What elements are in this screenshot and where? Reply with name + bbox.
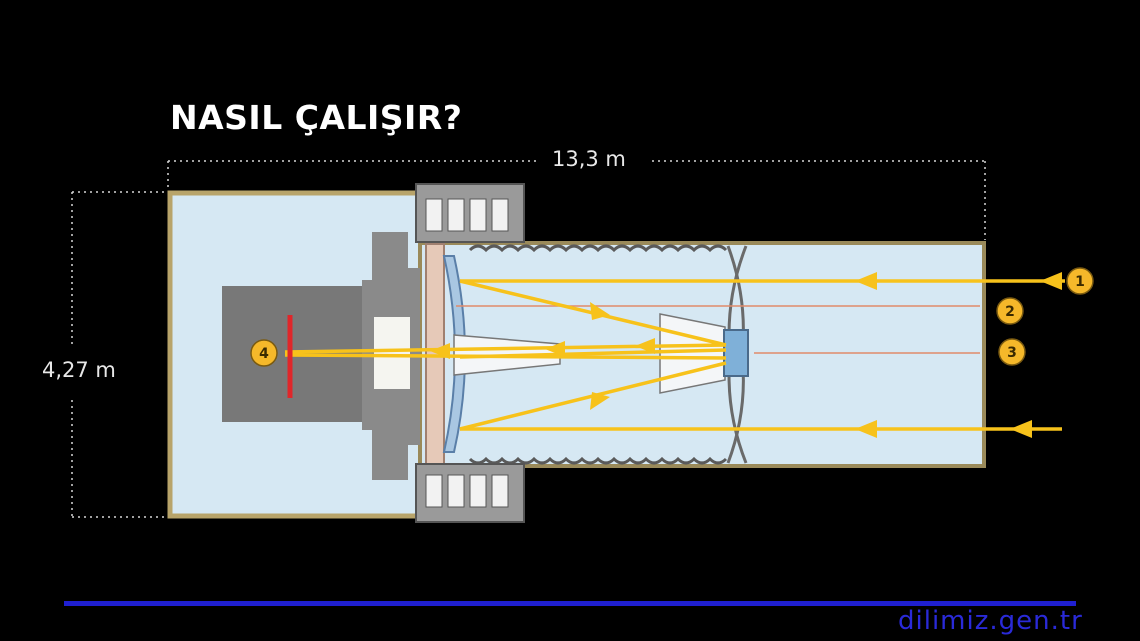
- callout-3: 3: [998, 338, 1026, 366]
- callout-1: 1: [1066, 267, 1094, 295]
- callout-3-label: 3: [1007, 345, 1017, 361]
- callout-4: 4: [250, 339, 278, 367]
- height-dimension-line: [71, 191, 165, 518]
- cooling-block-bottom: [415, 463, 525, 523]
- callout-1-label: 1: [1075, 274, 1085, 290]
- ray-arrows: [430, 272, 1062, 438]
- callout-4-label: 4: [259, 346, 269, 362]
- secondary-baffle-cone: [659, 313, 726, 394]
- callout-2: 2: [996, 297, 1024, 325]
- cooling-block-top: [415, 183, 525, 243]
- primary-mirror: [442, 255, 466, 453]
- width-dimension-line: [167, 160, 986, 240]
- height-dimension-label: 4,27 m: [42, 354, 116, 386]
- page-title: NASIL ÇALIŞIR?: [170, 98, 463, 137]
- width-dimension-label: 13,3 m: [546, 147, 632, 171]
- tube-baffles: [468, 244, 728, 465]
- callout-2-label: 2: [1005, 304, 1015, 320]
- watermark: dilimiz.gen.tr: [898, 606, 1083, 636]
- bottom-accent-rule: [64, 601, 1076, 606]
- secondary-mirror: [723, 329, 749, 377]
